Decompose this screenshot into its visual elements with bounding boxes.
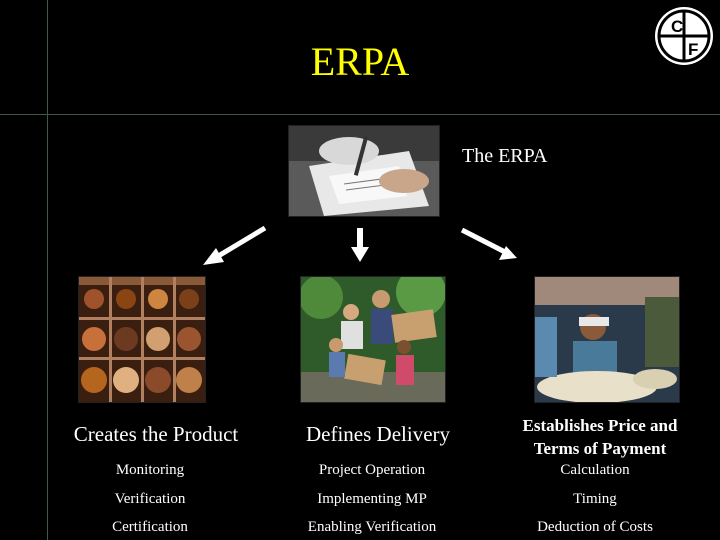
heading-defines-delivery: Defines Delivery — [305, 422, 451, 446]
arrow-right — [460, 227, 517, 260]
market-vendor-photo — [534, 276, 680, 403]
item-timing: Timing — [573, 491, 617, 507]
item-certification: Certification — [112, 519, 188, 535]
item-deduction-of-costs: Deduction of Costs — [537, 519, 653, 535]
item-implementing-mp: Implementing MP — [317, 491, 427, 507]
item-project-operation: Project Operation — [318, 462, 426, 478]
item-verification: Verification — [114, 491, 186, 507]
center-label: The ERPA — [462, 145, 548, 167]
contract-signing-photo — [288, 125, 440, 217]
vertical-rule — [47, 0, 48, 540]
item-monitoring: Monitoring — [115, 462, 185, 478]
heading-creates-product: Creates the Product — [73, 422, 239, 446]
item-enabling-verification: Enabling Verification — [307, 519, 437, 535]
slide-title: ERPA — [310, 39, 410, 84]
heading-line-1: Establishes Price and — [522, 416, 678, 435]
heading-line-2: Terms of Payment — [533, 439, 667, 458]
logo-letter-c: C — [671, 17, 683, 36]
arrow-left — [203, 225, 267, 265]
delivery-family-photo — [300, 276, 446, 403]
item-calculation: Calculation — [560, 462, 630, 478]
globe-logo-icon: C F — [655, 7, 713, 65]
logo-letter-f: F — [688, 40, 698, 59]
horizontal-rule — [0, 114, 720, 115]
arrow-down — [351, 228, 369, 262]
heading-establishes-price: Establishes Price and Terms of Payment — [490, 414, 710, 460]
product-market-photo — [78, 276, 206, 403]
